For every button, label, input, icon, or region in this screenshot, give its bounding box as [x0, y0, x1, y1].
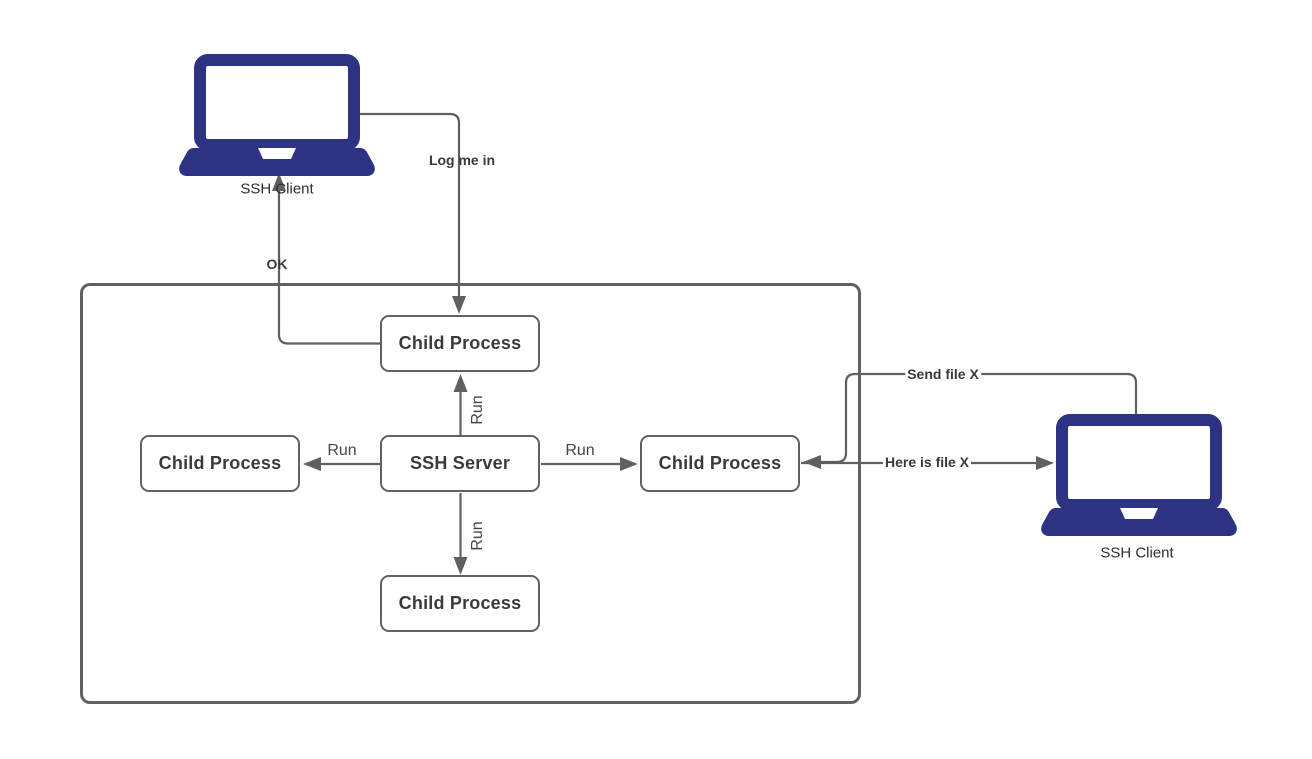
node-label: Child Process	[158, 453, 282, 473]
edge-ok-line	[277, 190, 380, 345]
edge-label-log-me-in: Log me in	[428, 152, 496, 168]
laptop-notch	[1120, 508, 1158, 519]
node-label: Child Process	[398, 593, 522, 613]
laptop-screen	[1056, 414, 1222, 511]
arrowhead-log-me-in-icon	[452, 296, 466, 314]
edge-label-run-down: Run	[469, 521, 486, 551]
edge-label-run-up: Run	[469, 395, 486, 425]
node-child-process-bottom: Child Process	[380, 575, 540, 632]
arrowhead-down-icon	[453, 557, 468, 575]
node-child-process-top: Child Process	[380, 315, 540, 372]
node-label: Child Process	[398, 333, 522, 353]
laptop-icon-left	[179, 54, 375, 176]
edge-label-here-is-file-x: Here is file X	[882, 454, 972, 470]
node-child-process-left: Child Process	[140, 435, 300, 492]
edge-label-run-left: Run	[327, 442, 357, 459]
ssh-client-left-label: SSH Client	[240, 180, 314, 198]
edge-label-run-right: Run	[565, 442, 595, 459]
server-boundary-box	[80, 283, 861, 704]
node-child-process-right: Child Process	[640, 435, 800, 492]
ssh-client-right-label: SSH Client	[1100, 544, 1174, 562]
edge-send-file-x-line	[820, 372, 1138, 464]
arrowhead-here-is-file-x-icon	[1036, 456, 1054, 470]
edge-label-ok: OK	[266, 256, 288, 272]
arrowhead-left-icon	[303, 457, 321, 471]
arrowhead-up-icon	[453, 374, 468, 392]
edge-log-me-in-line	[360, 112, 461, 296]
node-ssh-server: SSH Server	[380, 435, 540, 492]
laptop-screen	[194, 54, 360, 151]
edge-label-send-file-x: Send file X	[905, 366, 981, 382]
node-label: Child Process	[658, 453, 782, 473]
laptop-base	[179, 148, 375, 176]
laptop-notch	[258, 148, 296, 159]
laptop-base	[1041, 508, 1237, 536]
node-label: SSH Server	[409, 453, 511, 473]
laptop-icon-right	[1041, 414, 1237, 536]
arrowhead-right-icon	[620, 457, 638, 471]
arrowhead-ok-icon	[272, 173, 286, 191]
